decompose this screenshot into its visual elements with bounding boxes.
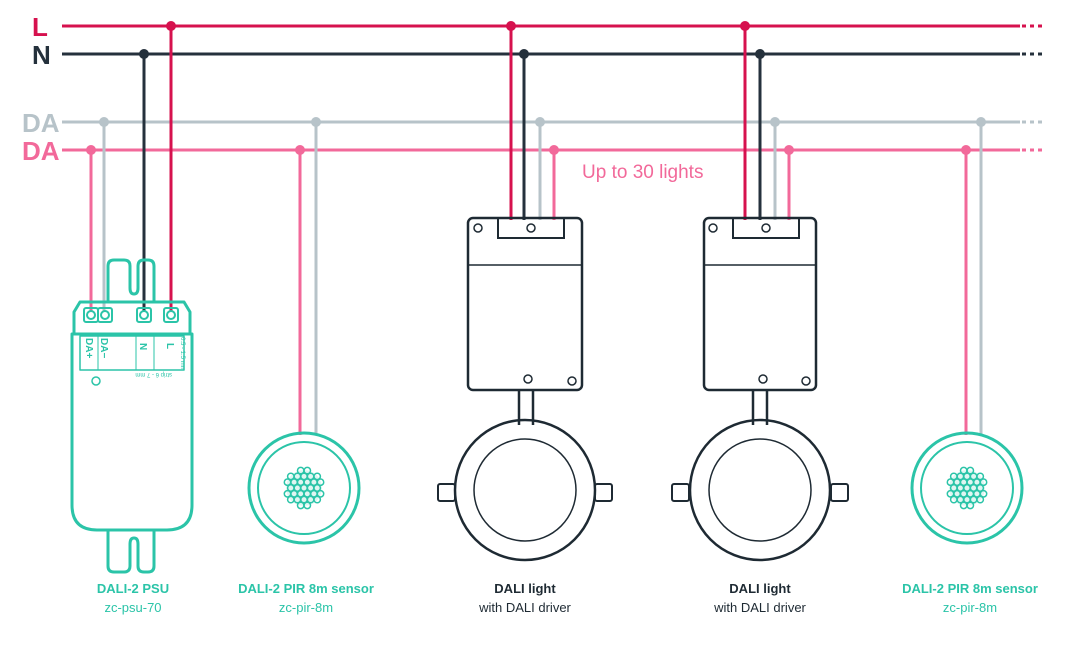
light2-caption-title: DALI light bbox=[729, 581, 791, 596]
psu-terminal-screws bbox=[83, 307, 179, 323]
downlight-outer-ring bbox=[688, 418, 832, 562]
lens-cell bbox=[316, 478, 325, 487]
lens-cell bbox=[316, 489, 325, 498]
downlight-lens bbox=[708, 438, 812, 542]
driver-terminal-cover bbox=[497, 217, 565, 239]
psu-bottom-hook bbox=[106, 530, 156, 574]
screw-icon bbox=[473, 223, 483, 233]
lens-cell bbox=[966, 501, 975, 510]
screw-icon bbox=[567, 376, 577, 386]
junction-dot bbox=[295, 145, 305, 155]
screw-icon bbox=[526, 223, 536, 233]
lens-cell bbox=[313, 472, 322, 481]
junction-dots bbox=[86, 21, 986, 155]
sensor1-caption-subtitle: zc-pir-8m bbox=[279, 600, 333, 615]
downlight-clip-left bbox=[437, 483, 456, 502]
screw-icon bbox=[801, 376, 811, 386]
psu-top-hook bbox=[106, 258, 156, 302]
junction-dot bbox=[86, 145, 96, 155]
sensor2-caption-subtitle: zc-pir-8m bbox=[943, 600, 997, 615]
light1-caption-subtitle: with DALI driver bbox=[478, 600, 571, 615]
psu-wire-spec: 0.5 - 1.5 mm bbox=[179, 337, 185, 371]
junction-dot bbox=[311, 117, 321, 127]
junction-dot bbox=[535, 117, 545, 127]
lens-cell bbox=[976, 495, 985, 504]
pir-sensor-1 bbox=[247, 431, 361, 545]
sensor-outer-ring bbox=[247, 431, 361, 545]
psu-strip-spec: strip 6 - 7 mm bbox=[135, 371, 172, 377]
sensor-lens-dome bbox=[949, 470, 985, 506]
screw-icon bbox=[761, 223, 771, 233]
downlight-outer-ring bbox=[453, 418, 597, 562]
dali-light-1 bbox=[437, 216, 613, 562]
sensor2-caption-title: DALI-2 PIR 8m sensor bbox=[902, 581, 1038, 596]
lens-cell bbox=[976, 472, 985, 481]
lens-cell bbox=[313, 484, 322, 492]
live-bus-label: L bbox=[32, 12, 48, 42]
driver-box bbox=[702, 216, 818, 392]
psu-device bbox=[70, 258, 194, 574]
sensor1-caption-title: DALI-2 PIR 8m sensor bbox=[238, 581, 374, 596]
lens-cell bbox=[976, 484, 985, 492]
junction-dot bbox=[139, 49, 149, 59]
drop-wires bbox=[89, 26, 983, 435]
junction-dot bbox=[961, 145, 971, 155]
sensor-inner-ring bbox=[920, 441, 1014, 535]
dali-light-2 bbox=[671, 216, 849, 562]
junction-dot bbox=[740, 21, 750, 31]
junction-dot bbox=[755, 49, 765, 59]
psu-terminal-n: N bbox=[137, 343, 148, 350]
junction-dot bbox=[784, 145, 794, 155]
sensor-outer-ring bbox=[910, 431, 1024, 545]
downlight-lens bbox=[473, 438, 577, 542]
light1-caption-title: DALI light bbox=[494, 581, 556, 596]
sensor-lens-dome bbox=[286, 470, 322, 506]
screw-icon bbox=[758, 374, 768, 384]
junction-dot bbox=[506, 21, 516, 31]
psu-status-led bbox=[91, 376, 101, 386]
psu-terminal-da-minus: DA− bbox=[98, 338, 109, 358]
downlight-clip-right bbox=[830, 483, 849, 502]
lens-cell bbox=[966, 466, 975, 475]
psu-terminal-da-plus: DA+ bbox=[83, 338, 94, 358]
downlight-clip-right bbox=[594, 483, 613, 502]
da-pink-bus-label: DA bbox=[22, 136, 60, 166]
neutral-bus-label: N bbox=[32, 40, 51, 70]
screw-icon bbox=[708, 223, 718, 233]
sensor-lens-icon bbox=[283, 466, 325, 510]
lens-cell bbox=[979, 478, 988, 487]
psu-caption-subtitle: zc-psu-70 bbox=[104, 600, 161, 615]
lens-cell bbox=[303, 501, 312, 510]
junction-dot bbox=[519, 49, 529, 59]
lens-cell bbox=[979, 489, 988, 498]
capacity-note: Up to 30 lights bbox=[582, 162, 703, 183]
sensor-inner-ring bbox=[257, 441, 351, 535]
da-grey-bus-label: DA bbox=[22, 108, 60, 138]
bus-lines bbox=[62, 24, 1046, 152]
sensor-lens-icon bbox=[946, 466, 988, 510]
junction-dot bbox=[976, 117, 986, 127]
light2-caption-subtitle: with DALI driver bbox=[713, 600, 806, 615]
pir-sensor-2 bbox=[910, 431, 1024, 545]
junction-dot bbox=[770, 117, 780, 127]
captions: DALI-2 PSU zc-psu-70 DALI-2 PIR 8m senso… bbox=[97, 581, 1038, 615]
driver-terminal-cover bbox=[732, 217, 800, 239]
screw-icon bbox=[523, 374, 533, 384]
psu-body bbox=[70, 332, 194, 532]
driver-box bbox=[466, 216, 584, 392]
lens-cell bbox=[313, 495, 322, 504]
psu-caption-title: DALI-2 PSU bbox=[97, 581, 169, 596]
junction-dot bbox=[549, 145, 559, 155]
psu-label-panel bbox=[79, 335, 185, 371]
junction-dot bbox=[166, 21, 176, 31]
downlight-clip-left bbox=[671, 483, 690, 502]
psu-terminal-l: L bbox=[164, 343, 175, 349]
junction-dot bbox=[99, 117, 109, 127]
lens-cell bbox=[303, 466, 312, 475]
